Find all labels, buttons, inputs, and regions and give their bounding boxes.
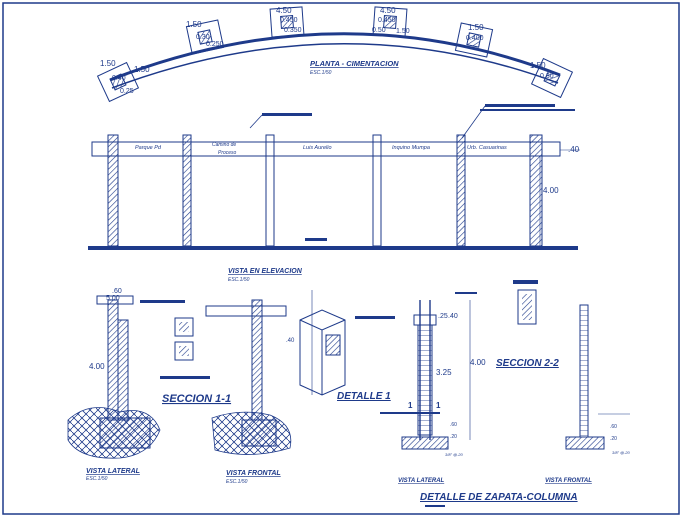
plan-dim: 1.50 [134, 65, 150, 74]
elevation-column [265, 134, 275, 247]
plan-footing-5 [454, 22, 494, 58]
elevation-column [107, 134, 119, 247]
main-elevation: Parque Pd Camino de Proceso Luis Aurelio… [88, 104, 580, 250]
plan-dim: 0.400 [466, 35, 484, 42]
elevation-label: Inquino Mumpa [392, 145, 430, 151]
col-dim-40: .40 [448, 313, 458, 320]
plan-title: PLANTA - CIMENTACION [310, 59, 399, 68]
plan-dim: 0.30 [540, 73, 554, 80]
rebar-note: 3/8" @.20 [445, 452, 463, 457]
detalle-1-title: DETALLE 1 [337, 391, 391, 402]
plan-dim: 4.50 [276, 6, 292, 15]
plan-footing-3 [269, 6, 305, 38]
plan-dim: 1.50 [396, 28, 410, 35]
vista-lateral-label: VISTA LATERAL [86, 468, 140, 475]
vista-frontal-label: VISTA FRONTAL [226, 470, 281, 477]
plan-footing-1 [96, 61, 140, 103]
elevation-dim-top: .40 [568, 145, 580, 154]
foundation-plan: 1.50 1.50 0.40 0.25 1.50 0.30 0.250 4.50… [96, 6, 574, 103]
plan-dim: 1.50 [530, 61, 546, 70]
section-1-1-title: SECCION 1-1 [162, 393, 231, 405]
column-footing-frontal: .60 .20 3/8" @.20 VISTA FRONTAL [545, 304, 630, 484]
elevation-column [372, 134, 382, 247]
elevation-column [529, 134, 543, 247]
rebar-note: 3/8" @.20 [612, 450, 630, 455]
vista-frontal-scale: ESC.1/50 [226, 479, 248, 485]
footing-dim: .60 [610, 424, 617, 430]
elevation-dim-height: 4.00 [543, 186, 559, 195]
footing-dim: .20 [450, 434, 457, 440]
plan-dim: 1.50 [186, 20, 202, 29]
col-mark: 1 [436, 401, 441, 410]
section-2-2-title: SECCION 2-2 [496, 358, 559, 369]
col-dim-25: .25 [438, 313, 448, 320]
elevation-label: Proceso [218, 150, 237, 156]
dim-400: 4.00 [89, 362, 105, 371]
detalle-1: .40 DETALLE 1 [286, 290, 395, 402]
vista-lateral-detail: .60 5.00 4.00 VISTA LATERAL ESC.1/50 [67, 288, 185, 482]
col-dim-325: 3.25 [436, 368, 452, 377]
dim-60: .60 [112, 288, 122, 295]
plan-dim: 0.350 [284, 27, 302, 34]
plan-footing-4 [372, 6, 408, 38]
plan-dim: 0.25 [120, 88, 134, 95]
plan-dim: 1.50 [100, 59, 116, 68]
plan-scale: ESC.1/50 [310, 70, 332, 76]
elevation-label: Camino de [212, 142, 236, 148]
plan-dim: 0.450 [280, 17, 298, 24]
vista-elevacion-scale: ESC.1/50 [228, 277, 250, 283]
vista-frontal-2-label: VISTA FRONTAL [545, 478, 592, 484]
plan-dim: 0.40 [112, 75, 126, 82]
plan-dim: 0.250 [206, 41, 224, 48]
col-dim-400: 4.00 [470, 358, 486, 367]
section-1-1: SECCION 1-1 [160, 317, 231, 405]
elevation-label: Luis Aurelio [303, 145, 332, 151]
dim-500: 5.00 [106, 295, 120, 302]
plan-footing-2 [185, 19, 225, 55]
col-mark: 1 [408, 401, 413, 410]
plan-dim: 0.50 [372, 27, 386, 34]
dim-40-detail: .40 [286, 338, 295, 344]
footing-dim: .20 [610, 436, 617, 442]
section-2-2: SECCION 2-2 [496, 280, 559, 369]
column-footing-lateral: .25 .40 4.00 3.25 1 1 .60 .20 3/8" @.20 … [380, 292, 486, 484]
plan-footing-6 [530, 57, 574, 99]
elevation-column [182, 134, 192, 247]
vista-elevacion-title: VISTA EN ELEVACION [228, 268, 303, 275]
footer-title: DETALLE DE ZAPATA-COLUMNA [420, 492, 578, 503]
elevation-column [456, 134, 466, 247]
plan-dim: 0.450 [378, 17, 396, 24]
plan-dim: 1.50 [468, 23, 484, 32]
vista-lateral-2-label: VISTA LATERAL [398, 478, 445, 484]
elevation-label: Parque Pd [135, 145, 162, 151]
vista-lateral-scale: ESC.1/50 [86, 476, 108, 482]
footing-dim: .60 [450, 422, 457, 428]
vista-frontal-detail: VISTA EN ELEVACION ESC.1/50 VISTA FRONTA… [205, 268, 303, 485]
plan-dim: 4.50 [380, 6, 396, 15]
plan-dim: 0.30 [196, 34, 210, 41]
footer-title-underline [425, 505, 445, 507]
elevation-label: Urb. Casuarinas [467, 145, 507, 151]
